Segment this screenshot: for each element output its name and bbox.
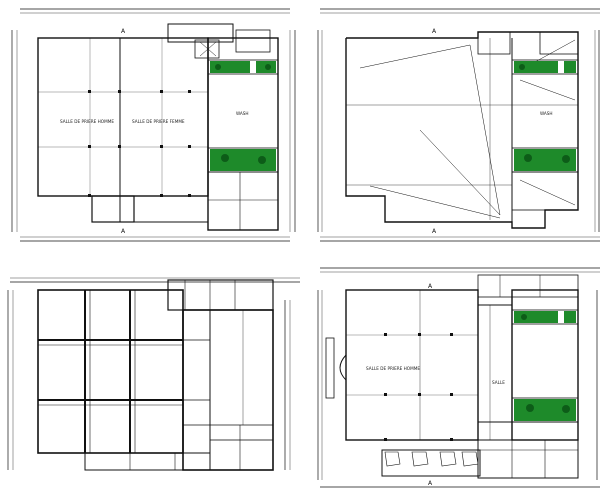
- hall-2-label: SALLE DE PRIERE FEMME: [132, 119, 185, 124]
- side-room-label: SALLE: [492, 380, 505, 385]
- columns-bottom-right: [384, 333, 453, 441]
- section-marker: A: [121, 28, 126, 35]
- side-room-label: WASH: [540, 111, 553, 116]
- plan-top-right: [317, 8, 600, 242]
- section-marker: A: [428, 283, 433, 290]
- side-room-label: WASH: [236, 111, 249, 116]
- gardens-top-left: [210, 61, 276, 171]
- gardens-top-right: [514, 61, 576, 171]
- gardens-bottom-right: [514, 311, 576, 421]
- hall-1-label: SALLE DE PRIERE HOMME: [60, 119, 114, 124]
- columns-top-left: [88, 90, 191, 197]
- section-marker: A: [432, 28, 437, 35]
- section-marker: A: [121, 228, 126, 235]
- plan-bottom-right: [317, 267, 600, 488]
- hall-label: SALLE DE PRIERE HOMME: [366, 366, 420, 371]
- plan-bottom-left: [7, 277, 300, 471]
- section-marker: A: [428, 480, 433, 487]
- plan-top-left: [11, 8, 296, 242]
- section-marker: A: [432, 228, 437, 235]
